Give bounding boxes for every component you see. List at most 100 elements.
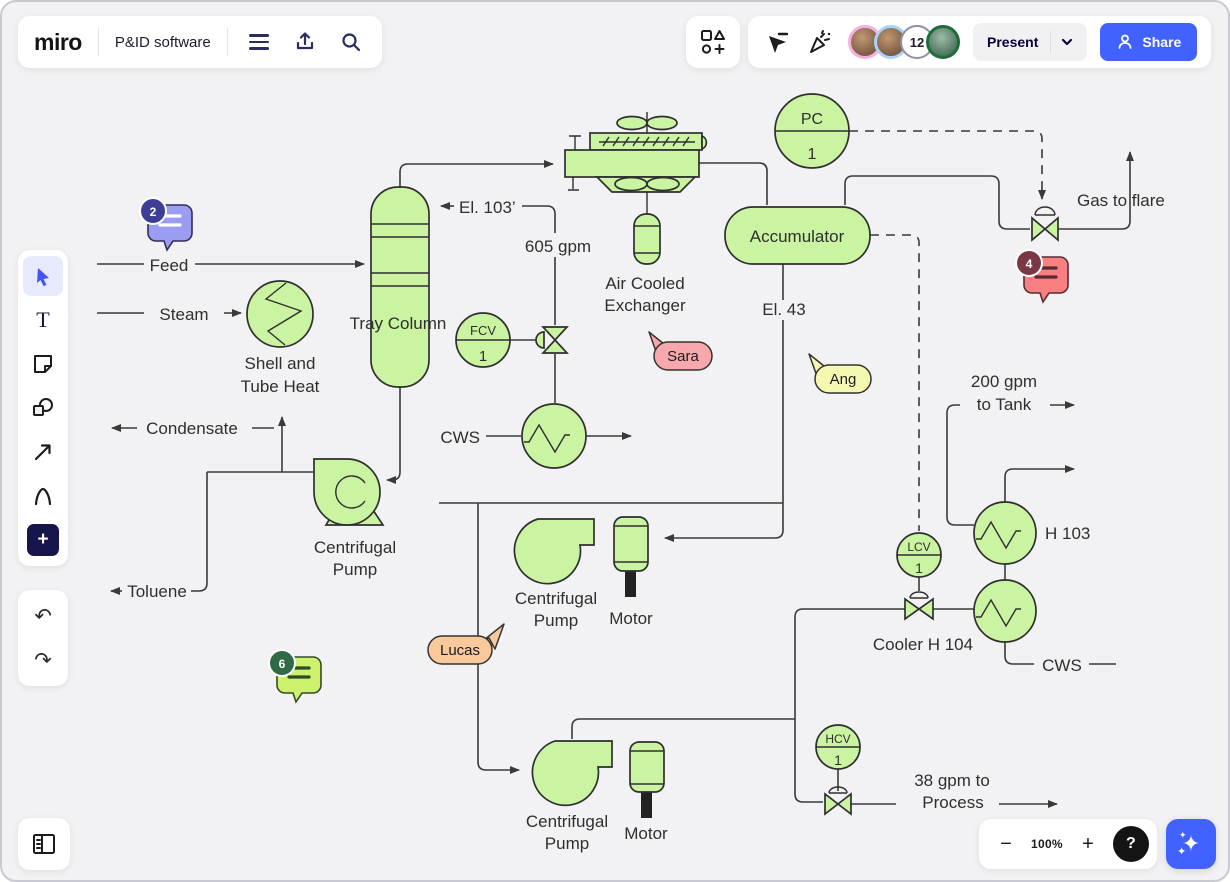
h103-outlet-line <box>1004 465 1075 502</box>
hcv-control-valve[interactable] <box>824 786 852 816</box>
frames-panel-icon <box>33 834 55 854</box>
cws-exchanger[interactable]: CWS <box>440 403 587 469</box>
tank-label-2: to Tank <box>977 395 1032 414</box>
air-cooled-label-2: Exchanger <box>604 296 686 315</box>
comment-pin-red[interactable]: 4 <box>1015 249 1069 304</box>
tool-shapes[interactable] <box>22 386 64 430</box>
process-label-2: Process <box>922 793 983 812</box>
undo-button[interactable]: ↶ <box>22 594 64 638</box>
zoom-in-button[interactable]: + <box>1082 832 1094 855</box>
collaborator-avatars[interactable]: 12 <box>848 25 960 59</box>
lcv-number: 1 <box>915 560 923 576</box>
lcv-control-valve[interactable] <box>904 591 934 621</box>
pump2-label-2: Pump <box>534 611 578 630</box>
accumulator-bottoms-line <box>664 264 784 542</box>
share-button[interactable]: Share <box>1100 23 1198 61</box>
bottom-pump-suction-line <box>477 503 520 774</box>
instrument-signal-lines[interactable] <box>849 130 1046 531</box>
air-cooled-exchanger[interactable]: Air Cooled Exchanger <box>564 112 708 315</box>
tool-select[interactable] <box>22 254 64 298</box>
creation-toolbar: T + <box>18 250 68 566</box>
reflux-control-valve[interactable] <box>535 326 569 354</box>
instrument-lcv-1[interactable]: LCV 1 <box>896 532 942 578</box>
accumulator-label: Accumulator <box>750 227 845 246</box>
instrument-fcv-1[interactable]: FCV 1 <box>455 312 511 368</box>
steam-label: Steam <box>159 305 208 324</box>
process-pipes[interactable] <box>97 151 1134 808</box>
main-menu-button[interactable] <box>244 27 274 57</box>
el-43-annotation[interactable]: El. 43 <box>756 300 812 320</box>
tool-add-more[interactable]: + <box>22 518 64 562</box>
cursor-sara: Sara <box>648 331 713 371</box>
fcv-number: 1 <box>479 348 487 365</box>
exchanger-h103[interactable]: H 103 <box>973 501 1090 565</box>
board-title[interactable]: P&ID software <box>114 33 211 51</box>
tool-arrow[interactable] <box>22 430 64 474</box>
comment-pin-purple[interactable]: 2 <box>139 197 193 252</box>
el-43-label: El. 43 <box>762 300 805 319</box>
bottom-pump-discharge-line <box>571 718 795 739</box>
centrifugal-pump-3[interactable]: Centrifugal Pump <box>526 740 613 853</box>
tray-column[interactable]: Tray Column <box>350 186 447 388</box>
cws-mid-label: CWS <box>440 428 480 447</box>
header-right-bar: 12 Present Share <box>748 16 1212 68</box>
h103-to-tank-line <box>946 404 974 526</box>
zoom-level[interactable]: 100% <box>1031 837 1063 851</box>
pc-number: 1 <box>808 146 817 163</box>
present-label: Present <box>987 34 1039 50</box>
feed-label: Feed <box>150 256 189 275</box>
exchanger-to-accumulator-line <box>699 162 768 205</box>
zoom-out-button[interactable]: − <box>1000 832 1012 855</box>
process-label-1: 38 gpm to <box>914 771 990 790</box>
tool-text[interactable]: T <box>22 298 64 342</box>
toluene-label: Toluene <box>127 582 187 601</box>
export-button[interactable] <box>290 27 320 57</box>
miro-logo[interactable]: miro <box>34 28 82 55</box>
plus-icon: + <box>27 524 59 556</box>
cursor-sara-label: Sara <box>667 348 699 365</box>
shell-tube-heat-exchanger[interactable]: Shell and Tube Heat <box>241 280 320 396</box>
text-tool-icon: T <box>36 307 50 332</box>
lcv-to-hcv-line <box>794 608 905 803</box>
frames-panel-button[interactable] <box>18 818 70 870</box>
search-button[interactable] <box>336 27 366 57</box>
present-dropdown-button[interactable] <box>1051 35 1083 49</box>
gas-to-flare-label: Gas to flare <box>1077 191 1165 210</box>
column-overhead-line <box>399 160 554 187</box>
instrument-hcv-1[interactable]: HCV 1 <box>815 724 861 770</box>
flare-valve[interactable] <box>1031 206 1059 242</box>
hamburger-icon <box>248 34 269 50</box>
shapes-panel-button[interactable] <box>686 16 740 68</box>
reactions-button[interactable] <box>805 27 835 57</box>
comment-pin-green[interactable]: 6 <box>268 649 322 704</box>
tool-pen[interactable] <box>22 474 64 518</box>
sticky-note-icon <box>34 355 52 373</box>
centrifugal-pump-1[interactable]: Centrifugal Pump <box>313 458 396 579</box>
pc-signal-line <box>849 130 1046 200</box>
divider <box>1050 31 1052 53</box>
share-label: Share <box>1142 34 1182 50</box>
divider <box>226 28 228 56</box>
instrument-pc-1[interactable]: PC 1 <box>774 93 850 169</box>
cursor-ang: Ang <box>808 353 872 394</box>
sparkle-small-icon: ✦ <box>1179 830 1187 840</box>
motor-mid[interactable]: Motor <box>609 516 653 628</box>
cursor-line-icon <box>769 32 789 53</box>
avatar[interactable] <box>926 25 960 59</box>
accumulator[interactable]: Accumulator <box>724 206 871 265</box>
ai-assistant-button[interactable]: ✦ ✦ ✦ <box>1166 819 1216 869</box>
cooler-h104[interactable]: Cooler H 104 <box>873 579 1037 654</box>
chevron-down-icon <box>1062 38 1073 46</box>
pc-tag: PC <box>801 111 823 128</box>
motor-bottom[interactable]: Motor <box>624 741 668 843</box>
help-button[interactable]: ? <box>1112 826 1149 862</box>
redo-button[interactable]: ↷ <box>22 638 64 682</box>
centrifugal-pump-2[interactable]: Centrifugal Pump <box>513 518 597 630</box>
follow-cursor-button[interactable] <box>762 27 792 57</box>
divider <box>97 28 99 56</box>
present-button[interactable]: Present <box>973 23 1088 61</box>
gpm-605-annotation[interactable]: 605 gpm <box>516 233 600 257</box>
accumulator-to-flare-valve-line <box>844 175 1030 230</box>
tool-sticky-note[interactable] <box>22 342 64 386</box>
